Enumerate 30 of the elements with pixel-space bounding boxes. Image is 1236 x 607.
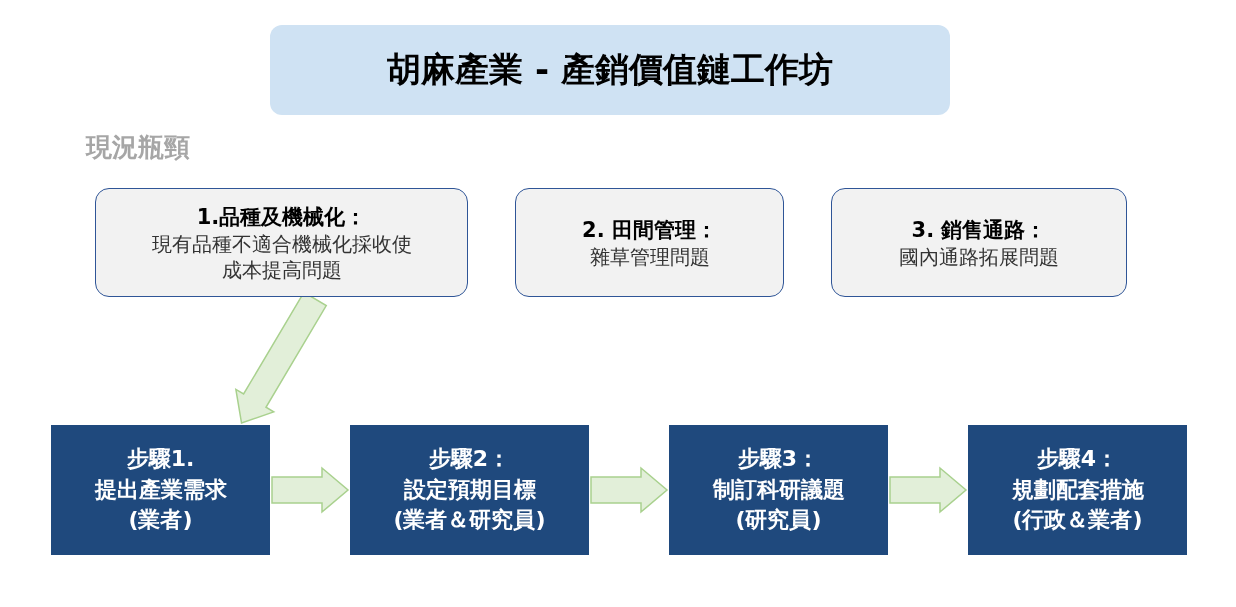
problem-heading: 3. 銷售通路： (911, 216, 1047, 244)
step-heading: 步驟4： (1036, 444, 1119, 473)
problem-text: 國內通路拓展問題 (899, 243, 1059, 270)
step-text: 提出產業需求 (94, 475, 227, 504)
problem-text: 現有品種不適合機械化採收使成本提高問題 (150, 230, 413, 283)
step-heading: 步驟1. (126, 444, 195, 473)
step-text: 設定預期目標 (403, 475, 536, 504)
step-heading: 步驟3： (737, 444, 820, 473)
step-box (968, 425, 1187, 555)
step-text: (業者＆研究員) (393, 506, 546, 535)
problem-heading: 1.品種及機械化： (196, 203, 367, 231)
block-arrow (271, 466, 350, 514)
problem-box (831, 188, 1127, 297)
step-text: (行政＆業者) (1012, 506, 1143, 535)
step-box (350, 425, 589, 555)
block-arrow (590, 466, 669, 514)
problem-box (95, 188, 468, 297)
step-text: (研究員) (735, 506, 822, 535)
title-banner: 胡麻產業 - 產銷價值鏈工作坊 (270, 25, 950, 115)
step-text: (業者) (128, 506, 193, 535)
problem-text: 雜草管理問題 (589, 243, 710, 270)
step-text: 規劃配套措施 (1011, 475, 1144, 504)
problem-box (515, 188, 784, 297)
step-box (669, 425, 888, 555)
block-arrow (889, 466, 968, 514)
section-heading: 現況瓶頸 (86, 131, 190, 164)
step-text: 制訂科研議題 (712, 475, 845, 504)
step-heading: 步驟2： (428, 444, 511, 473)
step-box (51, 425, 270, 555)
problem-heading: 2. 田間管理： (582, 216, 717, 244)
